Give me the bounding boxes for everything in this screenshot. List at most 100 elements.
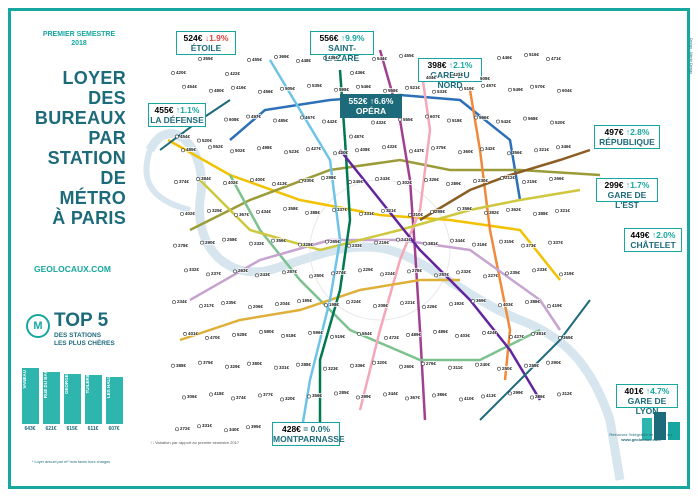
station-price-label: 245€ [353,179,364,185]
variation-legend: ↑↓ Variation par rapport au premier seme… [150,440,240,445]
station-dot [421,361,425,366]
station-dot [532,268,536,273]
credit-link[interactable]: www.geolocaux.com [621,437,661,442]
station-price-label: 410€ [464,396,475,402]
top5-subtitle: DES STATIONS LES PLUS CHÈRES [54,332,115,347]
station-dot [447,118,451,123]
station-dot [431,146,435,151]
station-dot [521,243,525,248]
callout-trend: ↑2.8% [625,127,650,137]
station-dot [425,114,429,119]
station-price-label: 285€ [339,390,350,396]
station-price-label: 471€ [551,56,562,61]
station-dot [283,206,287,211]
station-price-label: 255€ [529,362,540,368]
station-price-label: 272€ [180,426,191,432]
callout-price: 552€ [348,96,368,106]
line-12 [318,69,352,430]
callout-trend: ↓1.9% [204,33,229,43]
station-dot [280,397,284,402]
station-price-label: 497€ [486,82,497,88]
station-dot [430,209,434,214]
station-dot [382,145,386,150]
station-dot [449,302,453,307]
station-dot [209,88,213,93]
station-price-label: 342€ [485,146,496,152]
top5-bar [43,372,60,424]
station-dot [356,84,360,89]
station-dot [206,272,210,277]
station-price-label: 206€ [253,304,264,310]
station-dot [471,299,475,304]
station-dot [297,299,301,304]
station-price-label: 420€ [338,150,349,156]
station-price-label: 325€ [212,207,223,213]
top5-bar [106,377,123,424]
station-price-label: 192€ [454,301,465,307]
station-price-label: 502€ [235,148,246,154]
station-price-label: 402€ [228,180,239,186]
station-dot [498,303,502,308]
station-dot [407,269,411,274]
station-price-label: 278€ [178,242,189,248]
top5-bar-value: 621€ [45,426,57,432]
station-price-label: 487€ [354,133,365,139]
station-dot [397,181,401,185]
station-dot [356,395,360,400]
callout-station-name: OPÉRA [355,106,387,116]
station-price-label: 320€ [377,359,388,365]
station-dot [475,362,479,367]
station-price-label: 408€ [360,147,371,153]
line-3 [189,158,601,232]
callout-price: 455€ [154,105,174,115]
frame-top-border [8,8,690,11]
station-price-label: 323€ [328,365,339,371]
station-dot [408,212,412,217]
top5-bar [64,374,81,424]
station-dot [224,117,228,122]
station-price-label: 330€ [304,178,315,184]
station-price-label: 237€ [211,271,222,277]
station-price-label: 386€ [437,392,448,398]
station-dot [250,178,254,182]
callout-price: 497€ [604,127,624,137]
website-link[interactable]: GEOLOCAUX.COM [34,264,111,274]
station-price-label: 373€ [526,242,537,248]
station-dot [234,212,238,217]
station-dot [400,301,404,306]
station-price-label: 331€ [279,364,290,370]
station-price-label: 552€ [213,144,224,150]
station-dot [221,301,225,306]
credit-text: Retrouvez l'intégralité de l'étude sur [609,432,673,437]
station-price-label: 436€ [355,70,366,75]
station-dot [334,391,338,396]
station-dot [258,89,262,94]
station-dot [321,176,325,180]
station-price-label: 388€ [538,210,549,216]
station-dot [472,242,476,247]
station-dot [524,53,528,57]
station-dot [373,304,377,309]
station-price-label: 235€ [226,300,237,306]
station-price-label: 195€ [302,298,313,304]
station-dot [358,268,362,273]
station-price-label: 489€ [411,331,422,337]
station-price-label: 230€ [478,178,489,184]
station-dot [422,305,426,310]
station-price-label: 216€ [379,239,390,245]
station-dot [450,238,454,243]
station-dot [248,305,252,310]
title-line: BUREAUX [34,108,126,128]
line-9 [199,179,581,252]
callout-gare-de-lyon: 401€ ↑4.7% GARE DE LYON [616,384,678,416]
callout-trend: ↑2.0% [651,230,676,240]
station-dot [307,83,311,88]
station-price-label: 288€ [301,361,312,367]
callout-la-defense: 455€ ↑1.1% LA DÉFENSE [148,103,206,127]
station-price-label: 467€ [305,114,316,120]
station-dot [383,88,387,93]
station-dot [172,300,176,305]
station-dot [171,363,175,368]
station-dot [300,115,304,120]
callout-etoile: 524€ ↓1.9% ÉTOILE [176,31,236,55]
